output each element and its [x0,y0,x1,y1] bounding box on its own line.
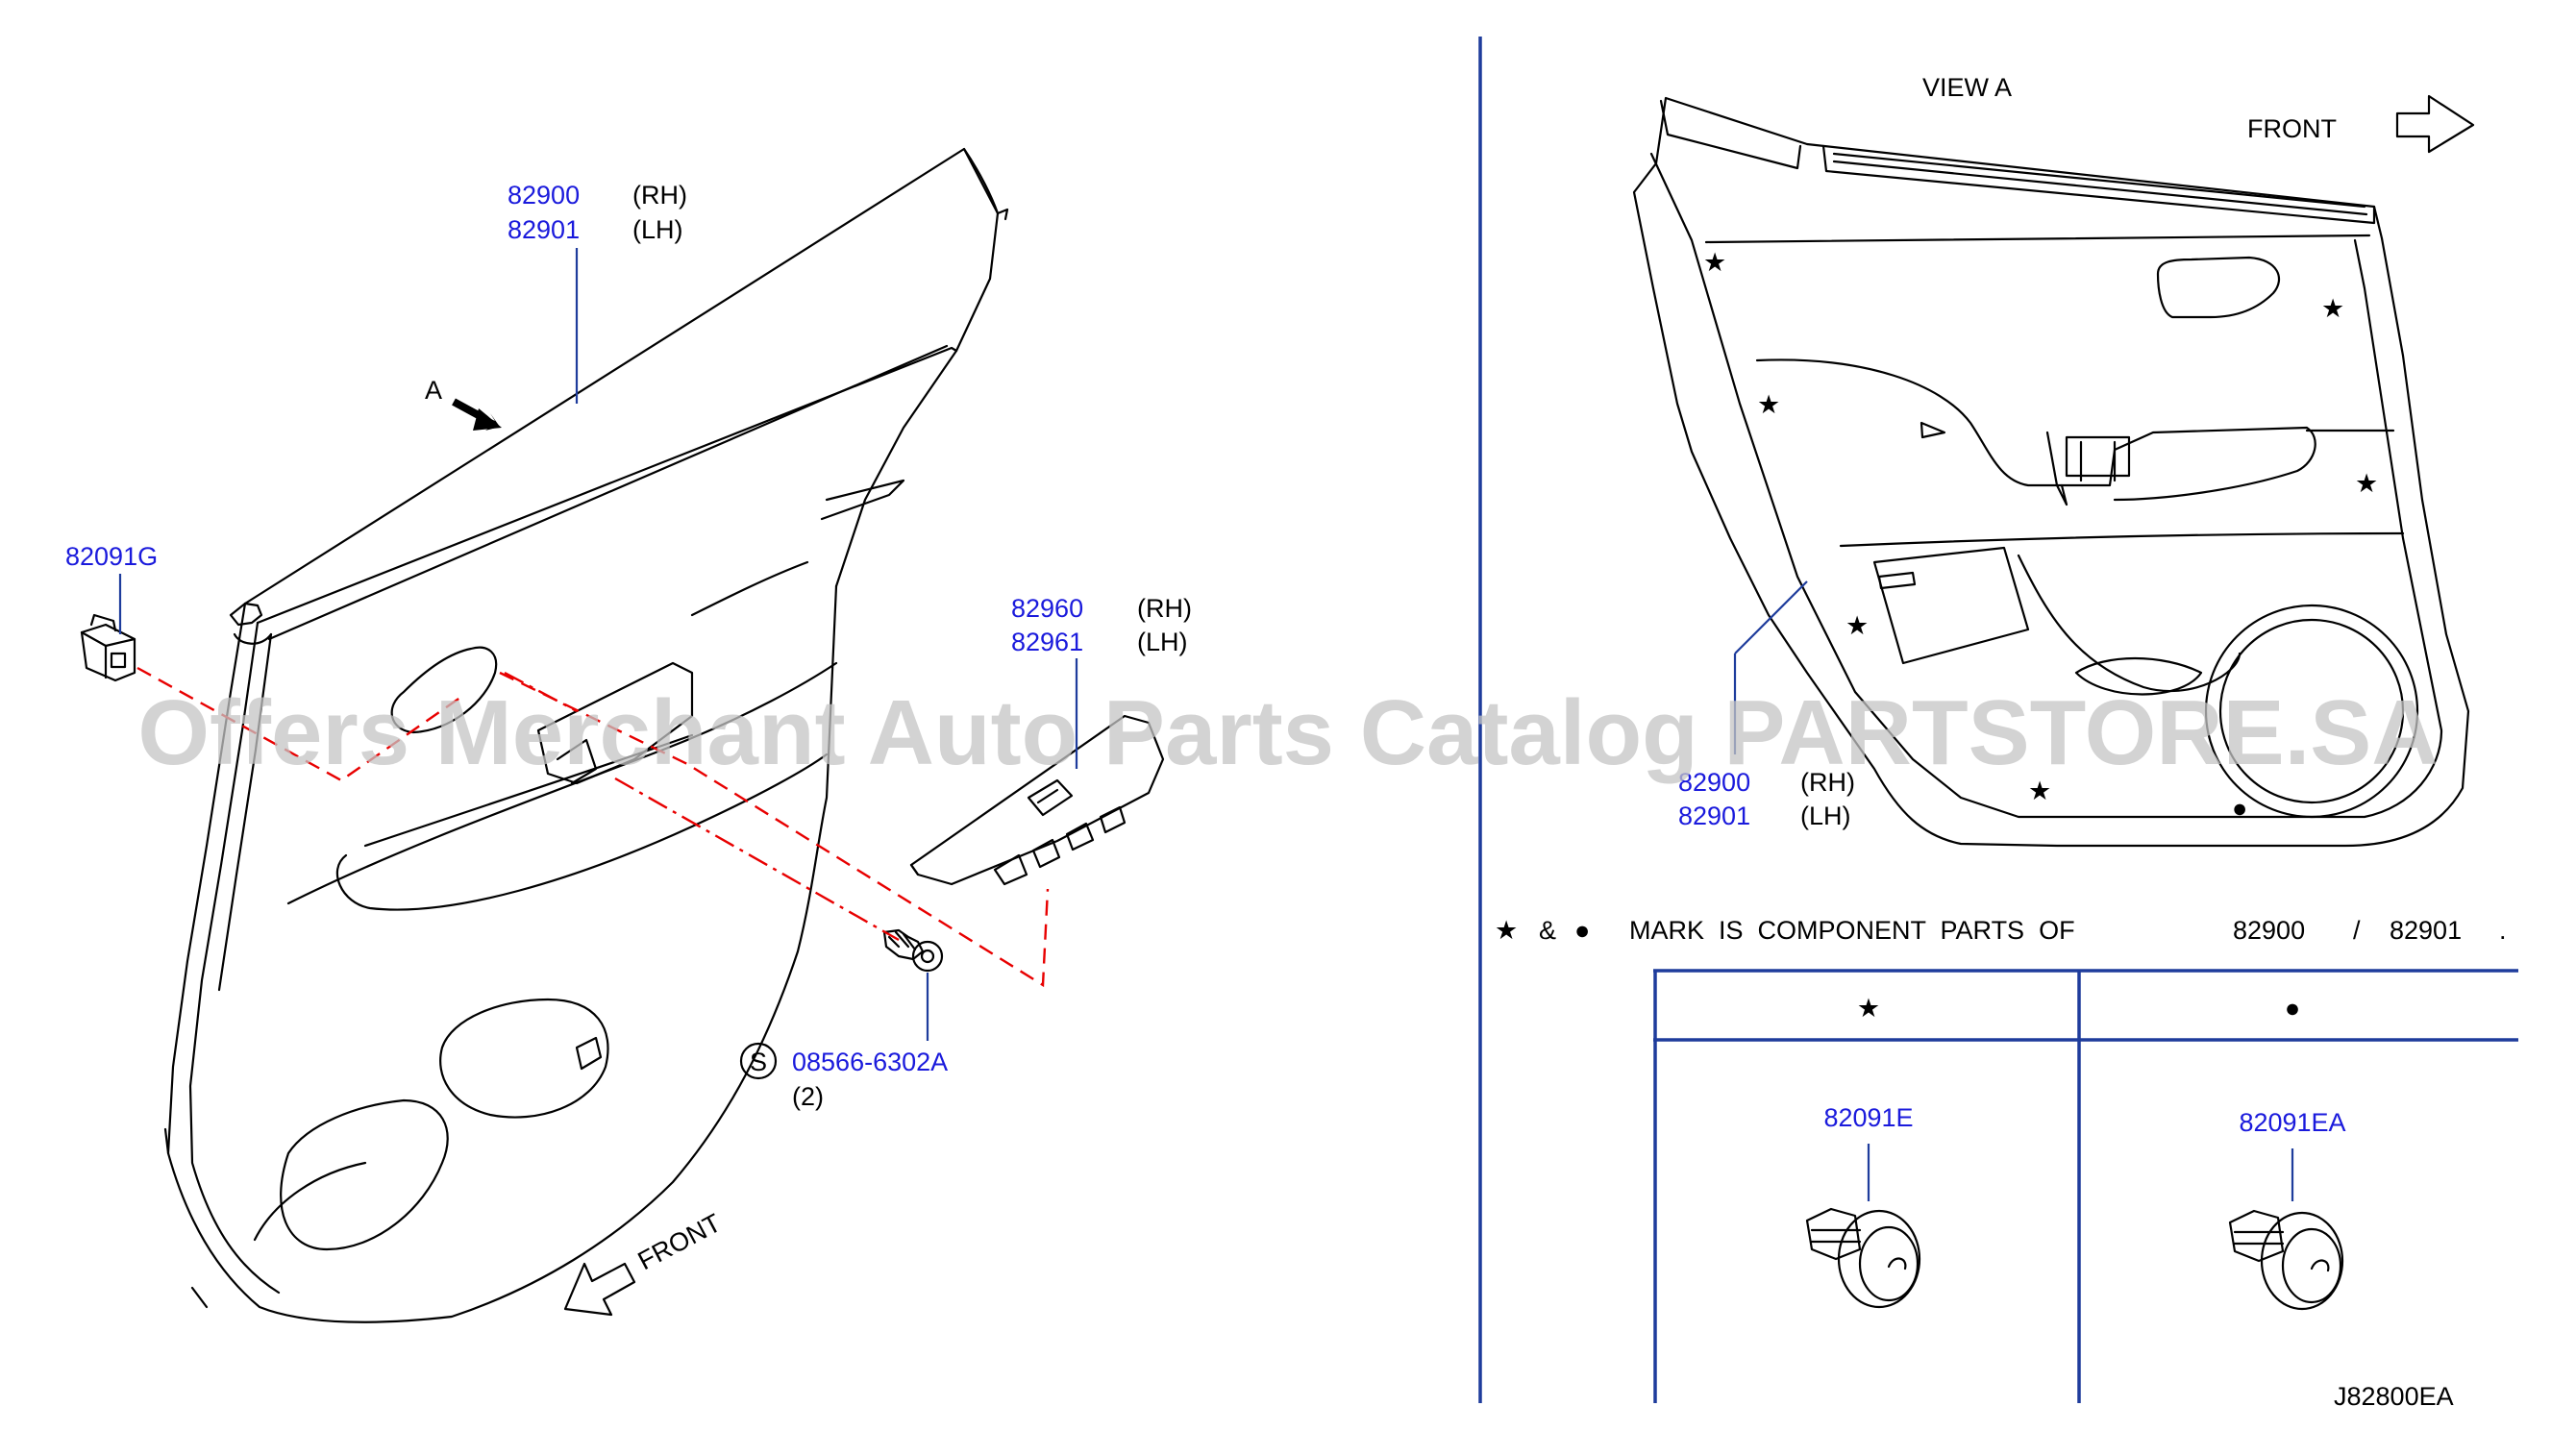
table-part-col2: 82091EA [2239,1108,2345,1137]
screw-number: 08566-6302A [792,1048,948,1076]
switch-rh-number: 82960 [1011,594,1083,623]
view-a-lh-side: (LH) [1800,802,1851,830]
legend-part-a: 82900 [2233,916,2305,945]
front-label-right: FRONT [2247,114,2337,143]
legend-end: . [2499,916,2507,945]
clip-number: 82091G [65,542,158,571]
switch-rh-side: (RH) [1137,594,1192,623]
trim-rh-number: 82900 [508,181,580,210]
legend: ★ & ● MARK IS COMPONENT PARTS OF 82900 /… [1495,916,2507,945]
door-trim-outline [163,147,1009,1323]
view-a-title: VIEW A [1922,73,2012,102]
legend-part-b: 82901 [2390,916,2462,945]
component-marks: ★ ★ ★ ★ ★ ★ ● [1703,248,2378,823]
view-a-lh-number: 82901 [1678,802,1750,830]
clip-82091G-part [80,613,136,682]
star-mark: ★ [2028,777,2051,805]
star-mark: ★ [1757,390,1780,419]
switch-lh-side: (LH) [1137,628,1188,656]
star-mark: ★ [1845,611,1869,640]
star-mark: ★ [2355,469,2378,498]
view-a-rh-number: 82900 [1678,768,1750,797]
drawing-code: J82800EA [2334,1382,2454,1411]
screw-part [882,928,944,973]
watermark: Offers Merchant Auto Parts Catalog PARTS… [137,681,2438,784]
star-mark: ★ [1703,248,1726,277]
view-a-leader-diag [1734,580,1808,654]
screw-qty: (2) [792,1082,824,1111]
screw-symbol: S [750,1048,767,1076]
trim-lh-side: (LH) [632,215,683,244]
star-mark: ★ [2321,294,2344,323]
trim-lh-number: 82901 [508,215,580,244]
legend-slash: / [2353,916,2361,945]
switch-lh-number: 82961 [1011,628,1083,656]
screw-symbol-circle [739,1042,778,1080]
view-a-arrow [452,398,502,431]
clip-82091E-part [1805,1207,1921,1309]
table-header-dot: ● [2285,994,2300,1023]
clip-82091EA-part [2228,1209,2344,1311]
table-header-star: ★ [1857,994,1880,1023]
table-part-col1: 82091E [1823,1103,1913,1132]
front-arrow-left [563,1262,636,1317]
component-table: ★ ● 82091E 82091EA [1653,969,2518,1403]
dot-mark: ● [2232,794,2247,823]
trim-rh-side: (RH) [632,181,687,210]
view-a-panel-outline [1632,96,2470,848]
front-arrow-right [2395,94,2475,154]
window-switch-part [909,714,1165,886]
legend-text: MARK IS COMPONENT PARTS OF [1629,916,2075,945]
connector-lines [136,666,1050,988]
view-a-rh-side: (RH) [1800,768,1855,797]
front-label-left: FRONT [633,1208,726,1275]
legend-dot: ● [1574,916,1590,945]
legend-amp: & [1539,916,1556,945]
view-a-letter: A [425,376,442,405]
legend-star: ★ [1495,916,1518,945]
